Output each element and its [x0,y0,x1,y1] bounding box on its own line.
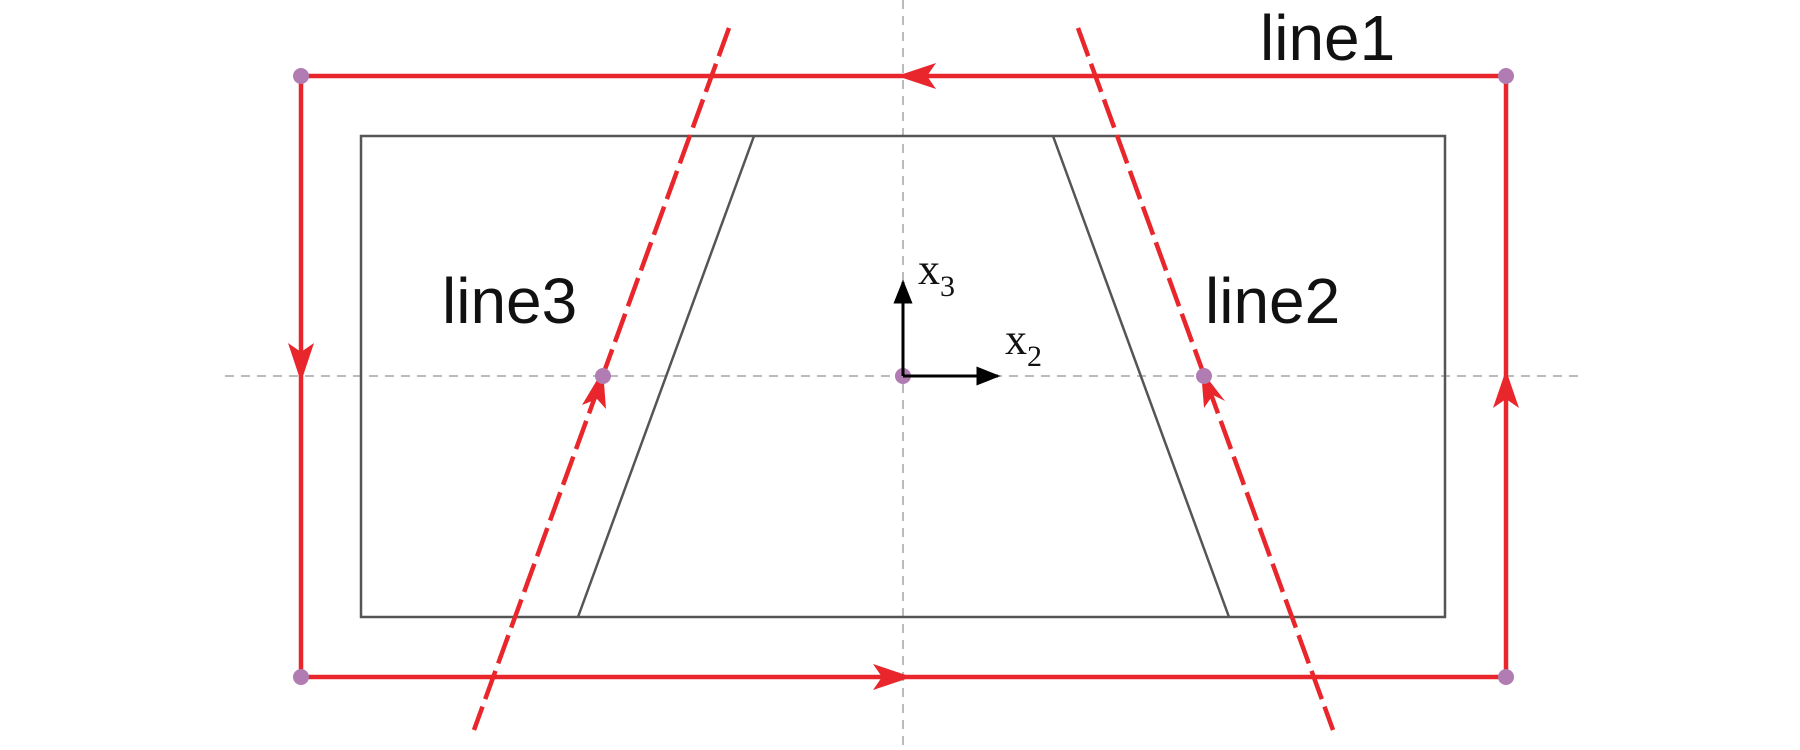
node-top-right [1498,68,1514,84]
x2-axis-label: x2 [1005,315,1042,373]
top-left-arrowhead [897,63,936,89]
node-line2-midpoint [1196,368,1212,384]
right-up-arrowhead [1493,370,1519,408]
node-bottom-right [1498,669,1514,685]
node-bottom-left [293,669,309,685]
x3-axis-label: x3 [918,245,955,303]
outer-section-rectangle [359,134,1447,619]
line2-label: line2 [1205,265,1340,337]
node-top-left [293,68,309,84]
node-line3-midpoint [595,368,611,384]
line3-dashed-line [471,27,732,731]
line1-label: line1 [1260,2,1395,74]
trapezoid-left-edge [576,135,756,618]
bottom-right-arrowhead [873,664,912,690]
trapezoid-right-edge [1051,135,1231,618]
line3-label: line3 [442,265,577,337]
line2-dashed-line [1075,27,1336,731]
left-down-arrowhead [288,343,314,382]
